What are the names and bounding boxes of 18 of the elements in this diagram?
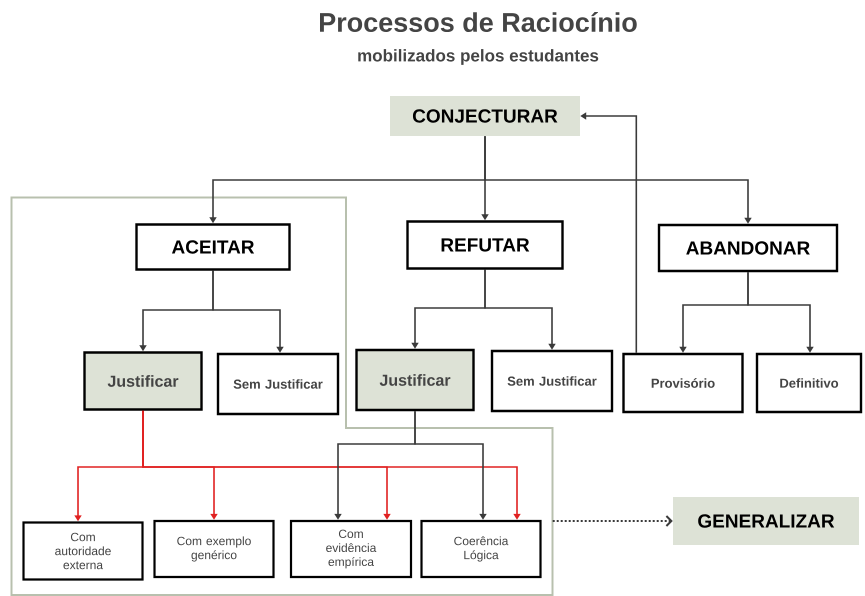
justify-box: Justificar [83, 351, 203, 411]
reason-box: Com evidência empírica [290, 520, 412, 578]
option-box: Sem Justificar [216, 352, 340, 416]
option-box: Sem Justificar [490, 350, 614, 412]
reason-box: Com autoridade externa [22, 521, 144, 581]
option-box: Provisório [622, 352, 744, 414]
category-box: ACEITAR [135, 223, 291, 271]
option-box: Definitivo [756, 352, 862, 414]
highlight-box: CONJECTURAR [390, 96, 580, 136]
category-box: ABANDONAR [658, 224, 838, 272]
reason-box: Coerência Lógica [420, 520, 542, 578]
category-box: REFUTAR [406, 220, 564, 270]
justify-box: Justificar [355, 348, 475, 412]
dotted-arrow [552, 515, 673, 527]
title: Processos de Raciocínio [320, 12, 637, 32]
highlight-box: GENERALIZAR [673, 497, 859, 545]
reason-box: Com exemplo genérico [153, 520, 275, 578]
subtitle: mobilizados pelos estudantes [358, 49, 598, 65]
